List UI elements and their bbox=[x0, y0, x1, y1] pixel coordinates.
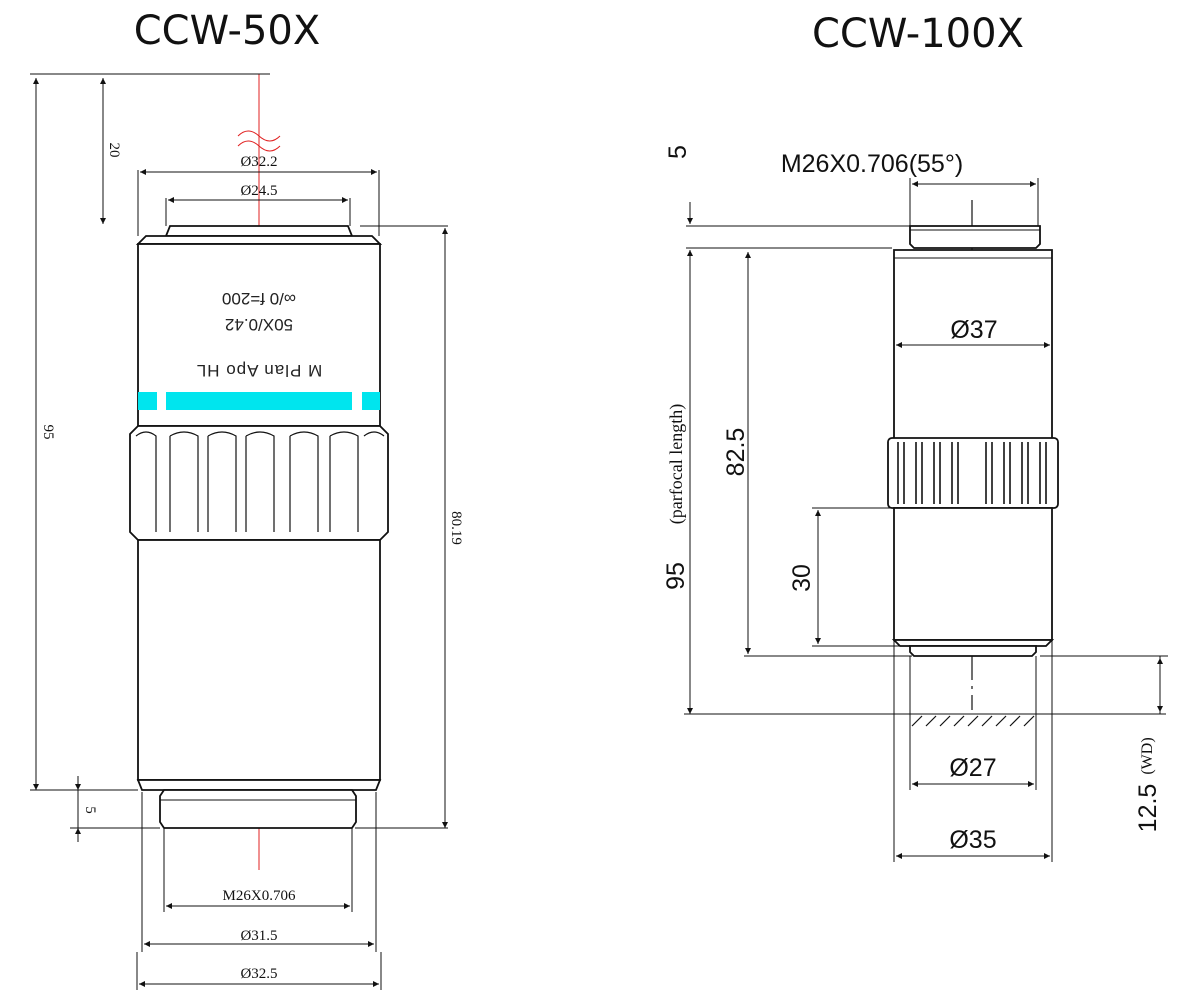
ccw-100x-drawing: CCW-100X 5 bbox=[662, 11, 1168, 862]
engraving-50x: M Plan Apo HL 50X/0.42 ∞/0 f=200 bbox=[196, 289, 322, 380]
top-thread-50x bbox=[164, 225, 354, 237]
dim-d31-5: Ø31.5 bbox=[240, 928, 277, 944]
knurl-ring-50x bbox=[129, 425, 389, 541]
ccw-100x-title: CCW-100X bbox=[812, 11, 1024, 57]
knurl-ring-100x bbox=[887, 437, 1059, 509]
dim-95-right: 95 bbox=[662, 562, 690, 590]
dim-d35: Ø35 bbox=[949, 826, 996, 854]
ccw-50x-drawing: CCW-50X 20 95 80.19 Ø32.2 Ø24.5 bbox=[30, 8, 464, 990]
dim-5-bottom: 5 bbox=[82, 806, 98, 814]
dim-wd: 12.5 bbox=[1134, 784, 1162, 833]
dim-80-19: 80.19 bbox=[448, 511, 464, 545]
engraving-line1: M Plan Apo HL bbox=[196, 361, 322, 380]
dim-d27: Ø27 bbox=[949, 754, 996, 782]
dim-thread-100x: M26X0.706(55°) bbox=[781, 150, 963, 178]
parfocal-label: (parfocal length) bbox=[666, 404, 687, 524]
specimen-hatch bbox=[911, 715, 1035, 727]
knurl-ridges-100x bbox=[897, 442, 1047, 504]
dim-95: 95 bbox=[40, 425, 56, 440]
dim-30: 30 bbox=[788, 564, 816, 592]
break-mark bbox=[237, 130, 281, 152]
dim-5-top: 5 bbox=[664, 145, 692, 159]
lower-barrel-50x bbox=[137, 539, 381, 781]
dim-d24-5: Ø24.5 bbox=[240, 183, 277, 199]
nose-100x bbox=[909, 645, 1037, 657]
top-thread-100x bbox=[909, 225, 1041, 249]
ccw-50x-title: CCW-50X bbox=[134, 8, 321, 54]
knurl-ridges-50x bbox=[135, 431, 385, 532]
engraving-line3: ∞/0 f=200 bbox=[222, 289, 296, 308]
bottom-thread-50x bbox=[159, 789, 357, 829]
wd-label: (WD) bbox=[1139, 737, 1156, 774]
dim-82-5: 82.5 bbox=[722, 428, 750, 477]
dim-thread-50x: M26X0.706 bbox=[223, 888, 296, 904]
dim-20: 20 bbox=[106, 143, 122, 158]
color-band-50x bbox=[138, 392, 380, 410]
dim-d32-5: Ø32.5 bbox=[240, 966, 277, 982]
dim-d32-2: Ø32.2 bbox=[240, 154, 277, 170]
engraving-line2: 50X/0.42 bbox=[225, 315, 293, 334]
dim-d37: Ø37 bbox=[950, 316, 997, 344]
